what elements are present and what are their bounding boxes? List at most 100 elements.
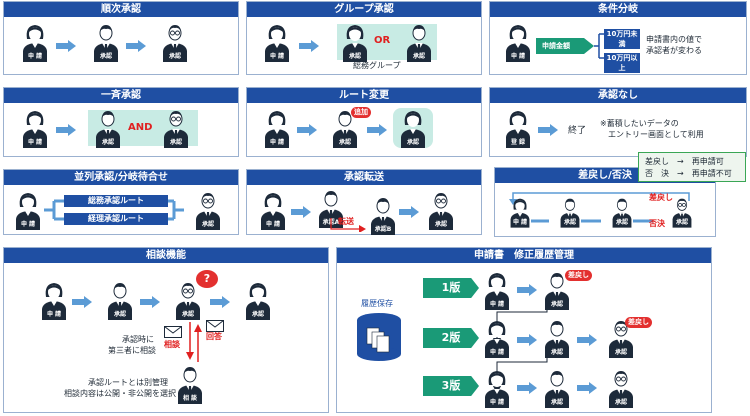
register-figure: 登 録 <box>504 108 532 148</box>
approver-figure: 承認 <box>543 318 571 358</box>
panel-title: 申請書 修正履歴管理 <box>337 248 711 263</box>
panel-consult: 相談機能 申 請 承認 承認 ? 承認 相談 回答 承認時に 第三者に相談 相 … <box>3 247 329 413</box>
approver-figure: 承認 <box>341 22 369 62</box>
return-bubble: 差戻し <box>565 270 592 281</box>
history-save-label: 履歴保存 <box>361 299 393 308</box>
approver-figure: 承認 <box>331 108 359 148</box>
under-100k-box: 10万円未満 <box>604 29 640 49</box>
no-approval-note-1: ※蓄積したいデータの <box>600 119 679 128</box>
applicant-figure: 申 請 <box>504 22 532 62</box>
end-label: 終了 <box>568 126 587 136</box>
panel-transfer: 承認転送 申 請 承認A 転送 承認B 承認 <box>246 169 482 235</box>
consult-note-3: 承認ルートとは別管理 <box>88 378 168 387</box>
panel-no-approval: 承認なし 登 録 終了 ※蓄積したいデータの エントリー画面として利用 <box>489 87 747 157</box>
approver-figure: 承認 <box>427 190 455 230</box>
panel-title: 承認なし <box>490 88 746 103</box>
flow-arrow <box>517 334 537 346</box>
panel-title: 一斉承認 <box>4 88 238 103</box>
condition-note-1: 申請書内の値で <box>646 35 702 44</box>
legend-return: 差戻し → 再申請可 <box>645 157 724 166</box>
answer-label: 回答 <box>206 332 222 341</box>
consult-arrows <box>186 322 202 362</box>
flow-arrow <box>517 382 537 394</box>
mail-icon <box>206 320 224 332</box>
panel-conditional: 条件分岐 申 請 申請金額 10万円未満 10万円以上 申請書内の値で 承認者が… <box>489 1 747 75</box>
panel-history: 申請書 修正履歴管理 履歴保存 1版 2版 3版 申 請 承認 差戻し 申 請 … <box>336 247 712 413</box>
applicant-figure: 申 請 <box>483 368 511 408</box>
added-approver-figure: 承認 <box>399 108 427 148</box>
flow-arrow <box>577 382 597 394</box>
flow-arrow <box>72 296 92 308</box>
flow-arrow <box>126 40 146 52</box>
panel-sequential: 順次承認 申 請 承認 承認 <box>3 1 239 75</box>
approver-figure: 承認 <box>607 368 635 408</box>
approver-figure: 承認 <box>543 270 571 310</box>
database-icon <box>357 313 401 361</box>
consult-note-1: 承認時に <box>122 335 154 344</box>
approver-figure: 承認 <box>106 280 134 320</box>
flow-arrow <box>538 124 558 136</box>
panel-simultaneous: 一斉承認 申 請 承認 AND 承認 <box>3 87 239 157</box>
approver-figure: 承認 <box>671 196 693 228</box>
panel-title: ルート変更 <box>247 88 481 103</box>
over-100k-box: 10万円以上 <box>604 53 640 73</box>
approver-figure: 承認 <box>543 368 571 408</box>
panel-title: 順次承認 <box>4 2 238 17</box>
approver-figure: 承認 <box>162 108 190 148</box>
applicant-figure: 申 請 <box>21 22 49 62</box>
route-accounting: 経理承認ルート <box>64 213 168 225</box>
return-bubble: 差戻し <box>625 317 652 328</box>
applicant-figure: 申 請 <box>263 22 291 62</box>
panel-title: 相談機能 <box>4 248 328 263</box>
route-general-affairs: 総務承認ルート <box>64 195 168 207</box>
flow-arrow <box>140 296 160 308</box>
branch-lines <box>594 33 604 59</box>
flow-arrow <box>56 124 76 136</box>
approver-figure: 承認 <box>405 22 433 62</box>
condition-note-2: 承認者が変わる <box>646 46 702 55</box>
approver-figure: 承認 <box>559 196 581 228</box>
consult-note-2: 第三者に相談 <box>108 346 156 355</box>
amount-label: 申請金額 <box>542 42 570 50</box>
panel-parallel: 並列承認/分岐待合せ 申 請 総務承認ルート 経理承認ルート 承認 <box>3 169 239 235</box>
consult-note-4: 相談内容は公開・非公開を選択 <box>64 389 176 398</box>
transfer-label: 転送 <box>338 217 354 226</box>
panel-title: 並列承認/分岐待合せ <box>4 170 238 185</box>
and-label: AND <box>128 122 153 133</box>
applicant-figure: 申 請 <box>483 318 511 358</box>
flow-arrow <box>299 40 319 52</box>
approver-b-figure: 承認B <box>369 195 397 235</box>
legend-reject: 否 決 → 再申請不可 <box>645 169 732 178</box>
return-reject-legend: 差戻し → 再申請可 否 決 → 再申請不可 <box>638 152 746 182</box>
approver-figure: 承認 <box>92 22 120 62</box>
return-arrows <box>509 192 690 223</box>
applicant-figure: 申 請 <box>259 190 287 230</box>
consultant-figure: 相 談 <box>176 364 204 404</box>
question-bubble: ? <box>196 270 218 288</box>
flow-arrow <box>210 296 230 308</box>
version-1-tag: 1版 <box>423 278 479 298</box>
applicant-figure: 申 請 <box>14 190 42 230</box>
amount-arrow <box>536 38 594 54</box>
mail-icon <box>164 326 182 338</box>
or-label: OR <box>374 35 391 46</box>
flow-arrow <box>399 206 419 218</box>
group-caption: 総務グループ <box>353 61 401 70</box>
panel-title: グループ承認 <box>247 2 481 17</box>
consult-label: 相談 <box>164 340 180 349</box>
approver-figure: 承認 <box>174 280 202 320</box>
approver-figure: 承認 <box>161 22 189 62</box>
return-label: 差戻し <box>649 193 673 202</box>
applicant-figure: 申 請 <box>263 108 291 148</box>
approver-figure: 承認 <box>244 280 272 320</box>
flow-arrow <box>56 40 76 52</box>
flow-arrow <box>517 284 537 296</box>
panel-group: グループ承認 申 請 承認 OR 承認 総務グループ <box>246 1 482 75</box>
panel-title: 承認転送 <box>247 170 481 185</box>
flow-arrow <box>297 124 317 136</box>
approver-figure: 承認 <box>607 318 635 358</box>
add-bubble: 追加 <box>351 107 371 118</box>
approver-figure: 承認 <box>94 108 122 148</box>
reject-label: 否決 <box>649 219 665 228</box>
flow-arrow <box>367 124 387 136</box>
